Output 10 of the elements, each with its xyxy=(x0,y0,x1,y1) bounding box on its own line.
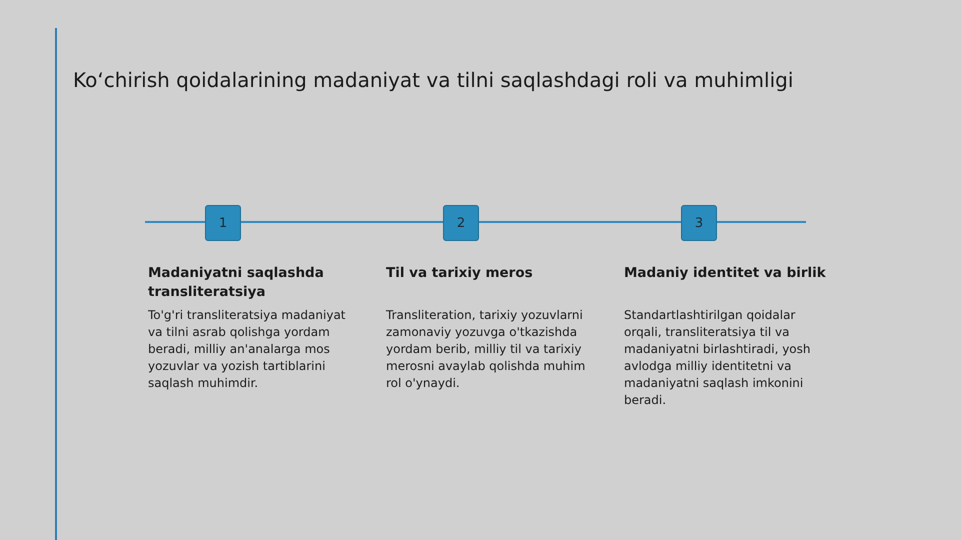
column-heading: Til va tarixiy meros xyxy=(386,264,534,283)
column-heading: Madaniy identitet va birlik xyxy=(624,264,827,283)
title: Ko‘chirish qoidalarining madaniyat va tilni saqlashdagi roli va muhimligi xyxy=(73,68,794,92)
description-text: Transliteration, tarixiy yozuvlarni zamonaviy yozuvga o'tkazishda yordam berib, milliy til va tarixiy merosni avaylab qolishda muhim rol o'ynaydi. xyxy=(386,307,586,392)
column-heading: Madaniyatni saqlashda transliteratsiya xyxy=(148,264,325,302)
step-number-box: 3 xyxy=(681,205,717,241)
description-text: Standartlashtirilgan qoidalar orqali, transliteratsiya til va madaniyatni birlashtiradi, yosh avlodga milliy identitetni va madaniyatni saqlash imkonini beradi. xyxy=(624,307,812,409)
step-number-box: 2 xyxy=(443,205,479,241)
step-number-box: 1 xyxy=(205,205,241,241)
description-text: To'g'ri transliteratsiya madaniyat va tilni asrab qolishga yordam beradi, milliy an'analarga mos yozuvlar va yozish tartiblarini saqlash muhimdir. xyxy=(148,307,346,392)
